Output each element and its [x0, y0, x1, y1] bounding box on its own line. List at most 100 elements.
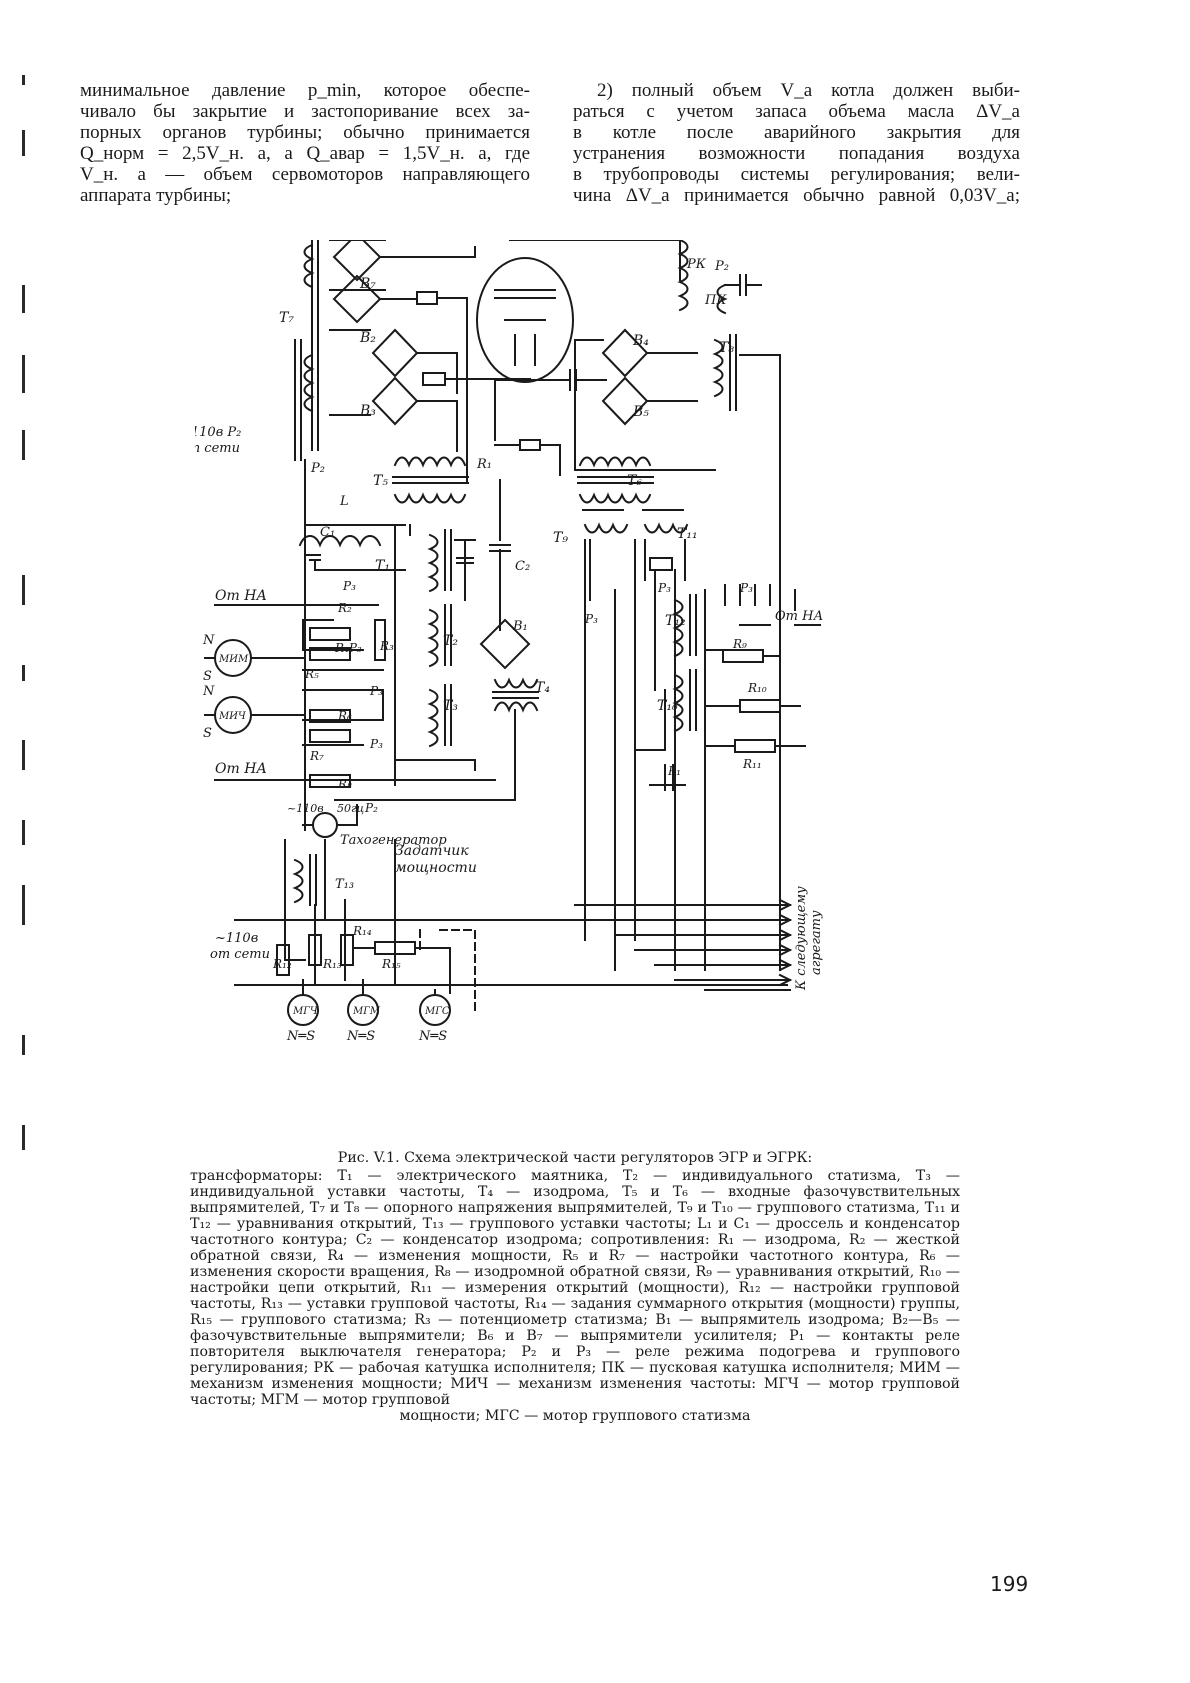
- label-p1: P₁: [667, 764, 681, 778]
- scan-margin-mark: [22, 885, 25, 925]
- scan-margin-mark: [22, 75, 25, 85]
- circuit-schematic: B₆ B₇ T₇ B₂ B₃ РК P₂ ПК B₄ B₅ T₈ ~110в P…: [195, 240, 824, 1044]
- scan-margin-mark: [22, 820, 25, 845]
- label-r13: R₁₃: [322, 957, 342, 971]
- label-r7: R₇: [309, 749, 324, 763]
- label-p3-f: P₃: [739, 581, 753, 595]
- scan-margin-mark: [22, 430, 25, 460]
- label-mich: МИЧ: [218, 711, 246, 722]
- right-line-4: устранения возможности попадания воздуха: [573, 143, 1020, 164]
- label-supply-bottom: ~110в: [215, 931, 258, 946]
- label-r15: R₁₅: [381, 957, 401, 971]
- scan-margin-mark: [22, 1125, 25, 1150]
- label-r1: R₁: [476, 457, 492, 472]
- scan-margin-mark: [22, 285, 25, 313]
- label-r11: R₁₁: [742, 757, 762, 771]
- label-t6: T₆: [627, 473, 642, 489]
- label-r4p3: R₄P₃: [334, 641, 362, 655]
- label-l: L: [339, 494, 349, 509]
- label-t11: T₁₁: [677, 526, 698, 542]
- label-p3-a: P₃: [342, 579, 356, 593]
- label-p3-e: P₃: [657, 581, 671, 595]
- label-from-na-3: От НА: [775, 609, 823, 624]
- scan-margin-mark: [22, 355, 25, 393]
- page-number: 199: [990, 1572, 1029, 1596]
- label-tachogenerator: Тахогенератор: [340, 833, 447, 848]
- label-from-net-bottom: от сети: [210, 947, 270, 962]
- right-text-column: 2) полный объем V_a котла должен выби- р…: [573, 80, 1020, 206]
- label-setter: Задатчик: [395, 843, 469, 859]
- label-b5: B₅: [632, 404, 649, 420]
- caption-body: трансформаторы: T₁ — электрического маят…: [190, 1168, 960, 1408]
- scan-margin-mark: [22, 740, 25, 770]
- caption-last-line: мощности; МГС — мотор группового статизм…: [399, 1408, 751, 1424]
- label-r14: R₁₄: [352, 924, 372, 938]
- label-p3-d: P₃: [584, 612, 598, 626]
- label-from-na-1: От НА: [215, 588, 267, 604]
- label-ns-1: N═S: [286, 1029, 315, 1044]
- label-r8: R₈: [337, 777, 352, 791]
- scan-margin-mark: [22, 1035, 25, 1055]
- right-line-6: чина ΔV_a принимается обычно равной 0,03…: [573, 185, 1020, 206]
- right-line-3: в котле после аварийного закрытия для: [573, 122, 1020, 143]
- label-s1: S: [203, 669, 212, 684]
- label-mim: МИМ: [218, 654, 249, 665]
- right-line-5: в трубопроводы системы регулирования; ве…: [573, 164, 1020, 185]
- label-r6: R₆: [337, 709, 352, 723]
- left-line-2: чивало бы закрытие и застопоривание всех…: [80, 101, 530, 122]
- label-p3-c: P₃: [369, 737, 383, 751]
- label-b6: B₆: [354, 240, 371, 244]
- left-line-6: аппарата турбины;: [80, 185, 232, 206]
- label-r12: R₁₂: [272, 957, 292, 971]
- scan-margin-mark: [22, 130, 25, 156]
- figure-caption: Рис. V.1. Схема электрической части регу…: [190, 1150, 960, 1424]
- label-r9: R₉: [732, 637, 747, 651]
- label-b7: B₇: [359, 276, 376, 292]
- label-n1: N: [202, 633, 215, 648]
- label-p3-b: P₃: [369, 684, 383, 698]
- label-t3: T₃: [443, 698, 458, 714]
- right-paragraph: 2) полный объем V_a котла должен выби- р…: [573, 80, 1020, 206]
- label-mgm: МГМ: [352, 1006, 381, 1017]
- left-line-4: Q_норм = 2,5V_н. а, а Q_авар = 1,5V_н. а…: [80, 143, 530, 164]
- label-p2-a: P₂: [310, 461, 325, 476]
- label-from-net: от сети: [195, 441, 240, 456]
- label-t10: T₁₀: [657, 698, 678, 714]
- scan-margin-mark: [22, 575, 25, 605]
- label-t7: T₇: [279, 310, 294, 326]
- label-t9: T₉: [553, 530, 568, 546]
- label-ns-3: N═S: [418, 1029, 447, 1044]
- label-r5: R₅: [304, 667, 319, 681]
- left-text-column: минимальное давление p_min, которое обес…: [80, 80, 530, 206]
- label-t5: T₅: [373, 473, 388, 489]
- label-r10: R₁₀: [747, 681, 767, 695]
- label-r3: R₃: [379, 639, 394, 653]
- label-b1: B₁: [512, 619, 528, 634]
- label-t1: T₁: [375, 558, 390, 574]
- label-supply-50: ~110в: [287, 802, 324, 815]
- label-b3: B₃: [359, 403, 376, 419]
- label-s2: S: [203, 726, 212, 741]
- label-mgs: МГС: [424, 1006, 450, 1017]
- label-power: мощности: [395, 860, 477, 876]
- label-t4: T₄: [535, 680, 550, 696]
- left-paragraph: минимальное давление p_min, которое обес…: [80, 80, 530, 206]
- label-c2: C₂: [515, 559, 530, 574]
- left-line-5: V_н. а — объем сервомоторов направляющег…: [80, 164, 530, 185]
- label-next-unit-1: К следующему: [794, 886, 809, 991]
- right-line-1: 2) полный объем V_a котла должен выби-: [597, 80, 1020, 101]
- label-ns-2: N═S: [346, 1029, 375, 1044]
- label-b4: B₄: [632, 333, 649, 349]
- left-line-1: минимальное давление p_min, которое обес…: [80, 80, 530, 101]
- label-from-na-2: От НА: [215, 761, 267, 777]
- label-mgch: МГЧ: [292, 1006, 318, 1017]
- label-p2-b: P₂: [364, 801, 378, 815]
- label-rk: РК: [686, 257, 707, 272]
- label-pk: ПК: [704, 293, 727, 308]
- label-next-unit-2: агрегату: [809, 910, 824, 975]
- label-n2: N: [202, 684, 215, 699]
- label-supply-110: ~110в P₂: [195, 425, 241, 440]
- label-r2: R₂: [337, 601, 352, 615]
- label-t12: T₁₂: [665, 613, 686, 629]
- caption-title: Рис. V.1. Схема электрической части регу…: [337, 1150, 813, 1166]
